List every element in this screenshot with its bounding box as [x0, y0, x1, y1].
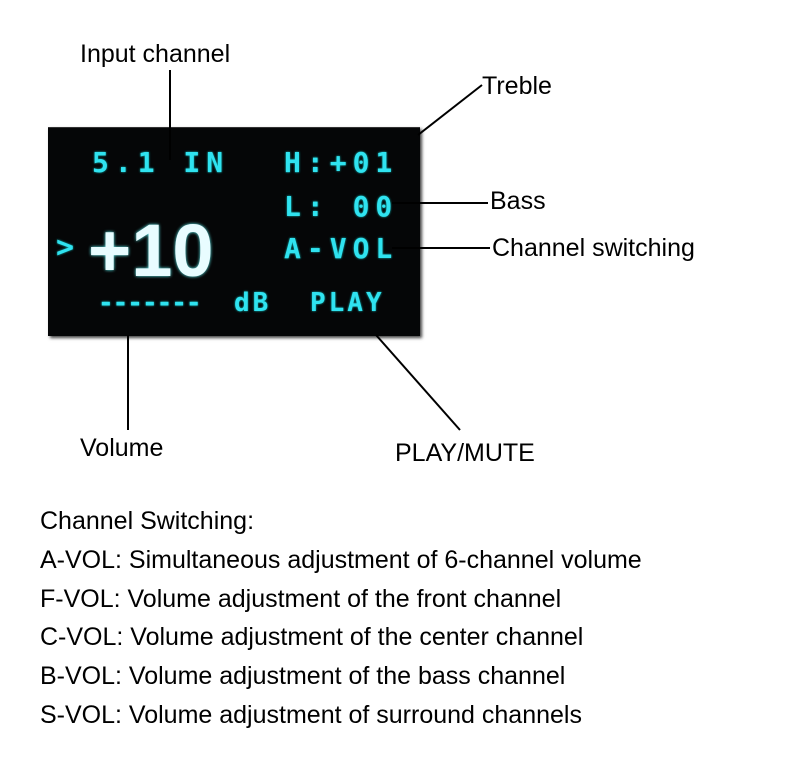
bass-label: Bass: [490, 187, 546, 215]
volume-readout: +10: [88, 209, 214, 292]
unit-readout: dB: [234, 288, 272, 318]
play-status-readout: PLAY: [310, 288, 385, 318]
cursor-icon: >: [56, 230, 81, 265]
channel-switching-label: Channel switching: [492, 234, 695, 262]
play-mute-label: PLAY/MUTE: [395, 439, 535, 467]
mode-readout: A-VOL: [284, 232, 399, 265]
description-item: B-VOL: Volume adjustment of the bass cha…: [40, 662, 566, 690]
oled-display: 5.1 IN H:+01 L: 00 A-VOL > +10 ------- d…: [48, 127, 420, 336]
treble-label: Treble: [482, 72, 552, 100]
bass-readout: L: 00: [284, 190, 399, 223]
description-item: F-VOL: Volume adjustment of the front ch…: [40, 585, 562, 613]
volume-bar: -------: [98, 288, 202, 318]
input-channel-readout: 5.1 IN: [92, 146, 230, 179]
description-item: C-VOL: Volume adjustment of the center c…: [40, 623, 584, 651]
description-item: A-VOL: Simultaneous adjustment of 6-chan…: [40, 546, 642, 574]
input-channel-label: Input channel: [80, 40, 231, 68]
treble-readout: H:+01: [284, 146, 399, 179]
volume-label: Volume: [80, 434, 164, 462]
description-title: Channel Switching:: [40, 507, 255, 535]
description-item: S-VOL: Volume adjustment of surround cha…: [40, 701, 582, 729]
